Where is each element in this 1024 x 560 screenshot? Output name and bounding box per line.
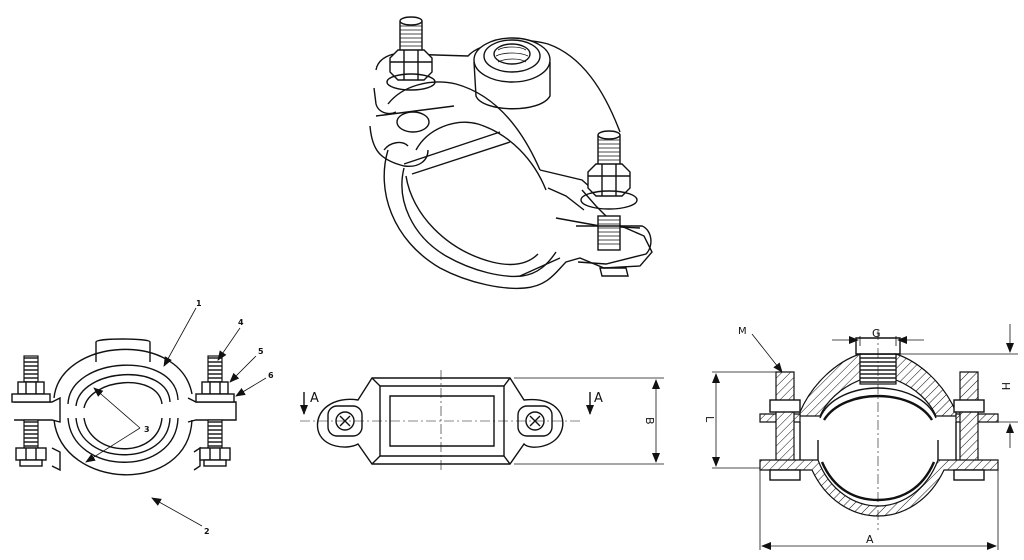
callout-2: 2	[204, 527, 210, 536]
dimension-A: A	[866, 533, 874, 546]
callout-3: 3	[144, 425, 150, 434]
dimension-L: L	[703, 416, 716, 423]
callout-1: 1	[196, 299, 202, 308]
section-view: G H L A M	[703, 324, 1018, 550]
dimension-G: G	[872, 327, 881, 340]
callout-5: 5	[258, 347, 264, 356]
callout-6: 6	[268, 371, 274, 380]
dimension-H: H	[999, 382, 1012, 390]
section-mark-left: A	[310, 391, 319, 406]
dimension-B: B	[643, 417, 656, 425]
dimension-M: M	[738, 326, 747, 337]
top-view: A A B	[300, 370, 664, 472]
front-view: 1 4 5 6 3 2	[11, 299, 274, 536]
isometric-view	[369, 16, 653, 290]
section-mark-right: A	[594, 391, 603, 406]
callout-4: 4	[238, 318, 244, 327]
